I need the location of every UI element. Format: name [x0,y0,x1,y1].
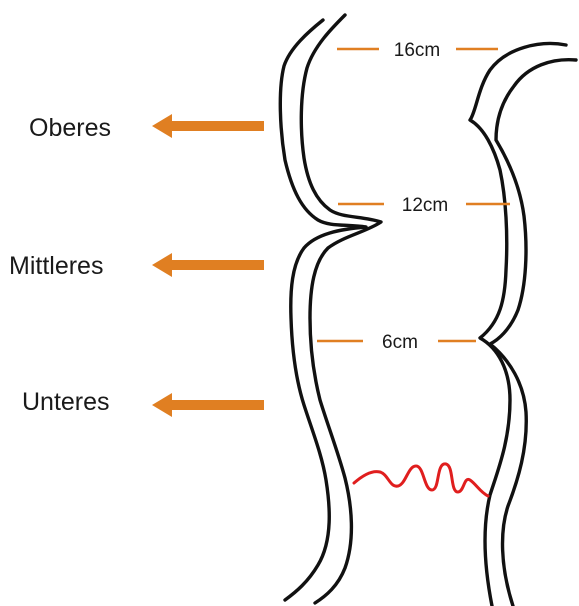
region-mittleres: Mittleres [9,252,264,280]
region-unteres: Unteres [22,388,264,417]
measurement-16cm: 16cm [337,40,498,61]
right-wall-inner [470,44,566,606]
measurement-12cm: 12cm [338,195,510,216]
region-label: Oberes [29,114,111,142]
tube-left-wall [280,15,381,603]
arrow-left-icon [152,393,264,417]
red-wave-line [354,464,488,496]
measurement-label: 6cm [382,332,418,353]
arrow-left-icon [152,114,264,138]
measurement-6cm: 6cm [317,332,476,353]
left-wall-outer [280,20,366,600]
arrow-left-icon [152,253,264,277]
measurement-label: 16cm [394,40,440,61]
region-oberes: Oberes [29,114,264,142]
region-label: Unteres [22,388,110,416]
tube-right-wall [470,44,576,606]
left-wall-inner [301,15,381,603]
measurement-label: 12cm [402,195,448,216]
right-wall-outer [490,60,576,606]
region-label: Mittleres [9,252,103,280]
